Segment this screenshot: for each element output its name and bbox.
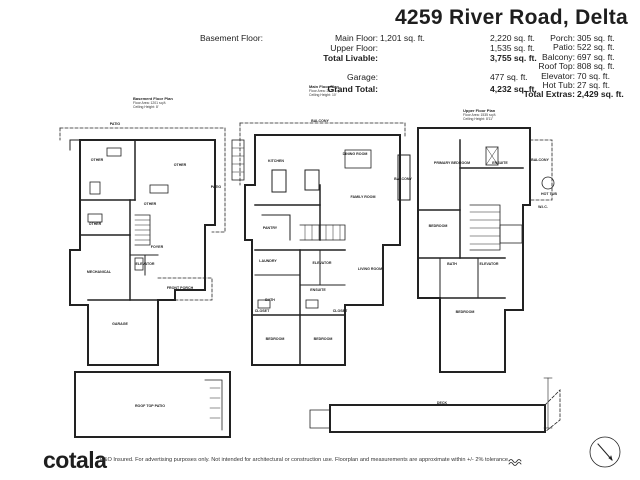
room-label-primary-bedroom: PRIMARY BEDROOM	[433, 161, 471, 165]
area-value: 3,755 sq. ft.	[490, 53, 537, 63]
upper-plan-title: Upper Floor Plan	[463, 108, 496, 113]
room-label-bedroom: BEDROOM	[313, 337, 333, 341]
page-title: 4259 River Road, Delta	[394, 6, 628, 29]
area-label: Grand Total:	[327, 84, 378, 94]
area-row: Total Livable: 3,755 sq. ft.	[323, 53, 537, 63]
room-label-elevator: ELEVATOR	[479, 262, 499, 266]
area-label: Balcony:	[542, 51, 575, 62]
wave-icon	[508, 459, 522, 466]
area-value: 4,232 sq. ft.	[490, 84, 537, 94]
room-label-patio: PATIO	[109, 122, 121, 126]
room-label-bedroom: BEDROOM	[455, 310, 475, 314]
room-label-balcony: BALCONY	[394, 177, 412, 181]
basement-plan-area: Floor Area: 1201 sq.ft.	[133, 101, 167, 105]
area-value: 477 sq. ft.	[490, 72, 528, 82]
main-plan-area: Floor Area: 2220 sq.ft.	[309, 89, 343, 93]
room-label-elevator: ELEVATOR	[312, 261, 332, 265]
room-label-front-porch: FRONT PORCH	[166, 286, 194, 290]
basement-floor-plan	[59, 127, 231, 438]
area-value: 27 sq. ft.	[577, 80, 610, 90]
area-row: Balcony:697 sq. ft.	[530, 51, 630, 62]
area-value: 2,429 sq. ft.	[577, 89, 624, 100]
disclaimer-text: E&O Insured. For advertising purposes on…	[100, 457, 510, 463]
room-label-pantry: PANTRY	[262, 226, 278, 230]
area-row: Total Extras:2,429 sq. ft.	[524, 89, 630, 100]
room-label-other: OTHER	[143, 202, 157, 206]
room-label-dining-room: DINING ROOM	[342, 152, 368, 156]
room-label-bath: BATH	[447, 262, 457, 266]
area-summary-right: Porch:305 sq. ft.Patio:522 sq. ft.Balcon…	[524, 33, 630, 100]
area-value: 2,220 sq. ft.	[490, 33, 535, 43]
basement-plan-title: Basement Floor Plan	[133, 96, 173, 101]
room-label-hot-tub: HOT TUB	[541, 192, 557, 196]
area-value: 70 sq. ft.	[577, 70, 610, 81]
room-label-w-i-c: W.I.C.	[538, 205, 548, 209]
area-row: Main Floor: 2,220 sq. ft.	[335, 33, 535, 43]
area-row: Basement Floor: 1,201 sq. ft.	[200, 33, 425, 43]
room-label-other: OTHER	[88, 222, 102, 226]
area-value: 808 sq. ft.	[577, 61, 615, 72]
room-label-ensuite: ENSUITE	[492, 161, 508, 165]
room-label-mechanical: MECHANICAL	[86, 270, 112, 274]
upper-plan-ceiling: Ceiling Height: 8'11"	[463, 117, 494, 121]
main-floor-plan	[231, 122, 561, 433]
area-label: Upper Floor:	[330, 43, 378, 53]
area-row: Patio:522 sq. ft.	[530, 42, 630, 53]
room-label-balcony: BALCONY	[311, 119, 329, 123]
area-value: 522 sq. ft.	[577, 42, 615, 53]
room-label-closet: CLOSET	[332, 309, 348, 313]
room-label-laundry: LAUNDRY	[259, 259, 277, 263]
area-row: Hot Tub:27 sq. ft.	[530, 80, 630, 90]
area-label: Elevator:	[541, 70, 575, 81]
area-label: Patio:	[553, 42, 575, 53]
area-label: Main Floor:	[335, 33, 378, 43]
area-row: Porch:305 sq. ft.	[530, 33, 630, 43]
room-label-living-room: LIVING ROOM	[357, 267, 383, 271]
area-value: 1,201 sq. ft.	[380, 33, 425, 43]
area-row: Garage: 477 sq. ft.	[347, 72, 528, 82]
area-label: Garage:	[346, 72, 378, 82]
room-label-patio: PATIO	[210, 185, 222, 189]
area-value: 1,535 sq. ft.	[490, 43, 535, 53]
room-label-balcony: BALCONY	[531, 158, 549, 162]
room-label-elevator: ELEVATOR	[135, 262, 155, 266]
main-plan-ceiling: Ceiling Height: 10'	[309, 93, 337, 97]
upper-plan-area: Floor Area: 1535 sq.ft.	[463, 113, 497, 117]
area-summary-left: Basement Floor: 1,201 sq. ft.Main Floor: 2…	[200, 33, 537, 95]
room-label-roof-top-patio: ROOF TOP PATIO	[134, 404, 166, 408]
area-label: Hot Tub:	[542, 80, 575, 90]
dimension-line	[543, 377, 553, 429]
basement-plan-ceiling: Ceiling Height: 8'	[133, 105, 159, 109]
brand-logo: cotala	[43, 447, 107, 473]
area-label: Basement Floor:	[199, 33, 263, 43]
area-label: Porch:	[550, 33, 575, 43]
area-value: 305 sq. ft.	[577, 33, 615, 43]
room-label-other: OTHER	[90, 158, 104, 162]
room-label-family-room: FAMILY ROOM	[350, 195, 376, 199]
room-label-deck: DECK	[436, 401, 448, 405]
area-row: Upper Floor: 1,535 sq. ft.	[330, 43, 535, 53]
room-label-bath: BATH	[265, 298, 275, 302]
area-label: Total Extras:	[523, 89, 575, 100]
area-label: Roof Top:	[538, 61, 575, 72]
room-label-other: OTHER	[173, 163, 187, 167]
area-label: Total Livable:	[323, 53, 378, 63]
main-plan-title: Main Floor Plan	[309, 84, 339, 89]
room-label-kitchen: KITCHEN	[268, 159, 284, 163]
upper-floor-plan	[417, 127, 555, 373]
area-value: 697 sq. ft.	[577, 51, 615, 62]
room-label-bedroom: BEDROOM	[428, 224, 448, 228]
area-row: Grand Total: 4,232 sq. ft.	[328, 84, 537, 94]
room-label-bedroom: BEDROOM	[265, 337, 285, 341]
room-label-closet: CLOSET	[254, 309, 270, 313]
room-label-ensuite: ENSUITE	[310, 288, 326, 292]
north-arrow-icon	[589, 436, 621, 468]
area-row: Roof Top:808 sq. ft.	[530, 61, 630, 72]
area-row: Elevator:70 sq. ft.	[530, 70, 630, 81]
room-label-garage: GARAGE	[112, 322, 128, 326]
room-label-foyer: FOYER	[150, 245, 164, 249]
